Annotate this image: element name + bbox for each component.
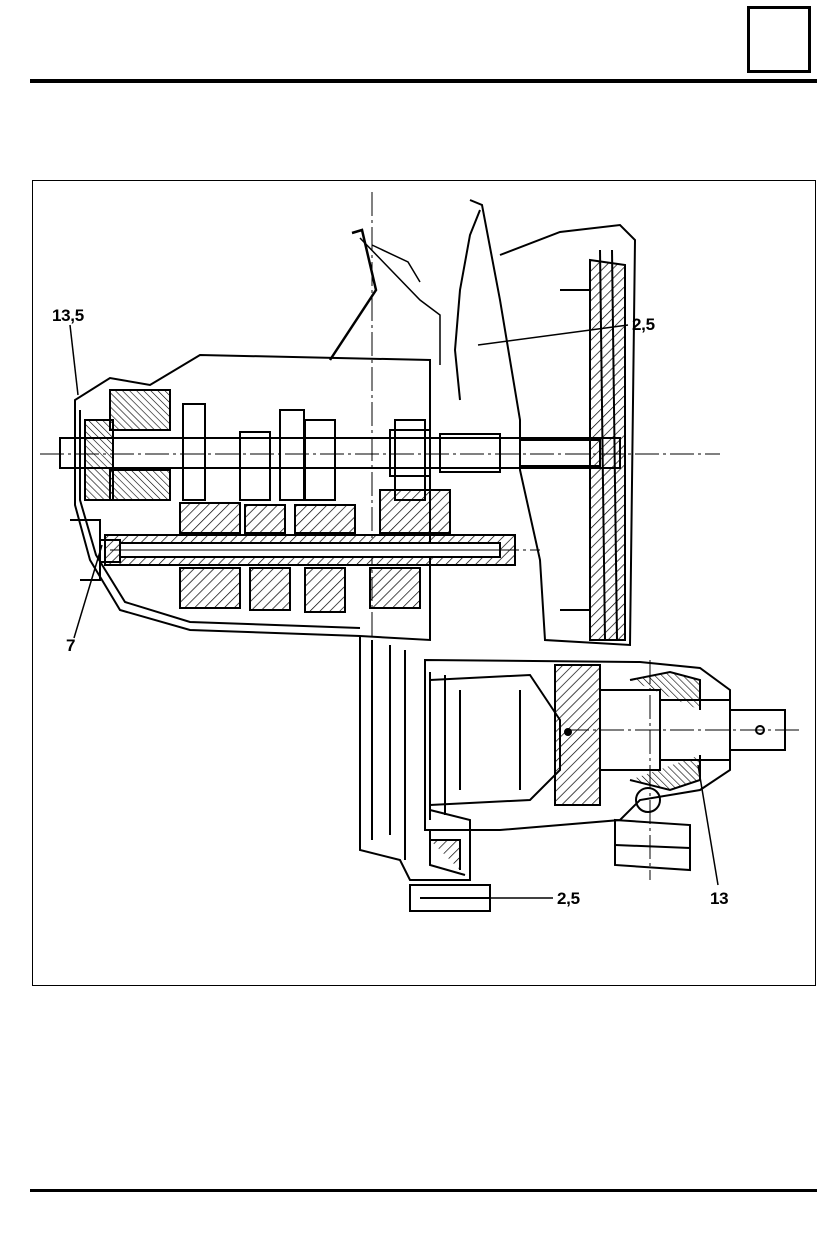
diagram-frame: [32, 180, 816, 986]
page-corner-box: [747, 6, 811, 73]
callout-2-5-lower: 2,5: [557, 889, 580, 908]
callout-7: 7: [66, 636, 76, 655]
footer-rule: [30, 1189, 817, 1192]
header-rule: [30, 79, 817, 83]
callout-2-5-upper: 2,5: [632, 315, 655, 334]
callout-13-5: 13,5: [52, 306, 84, 325]
callout-13: 13: [710, 889, 729, 908]
